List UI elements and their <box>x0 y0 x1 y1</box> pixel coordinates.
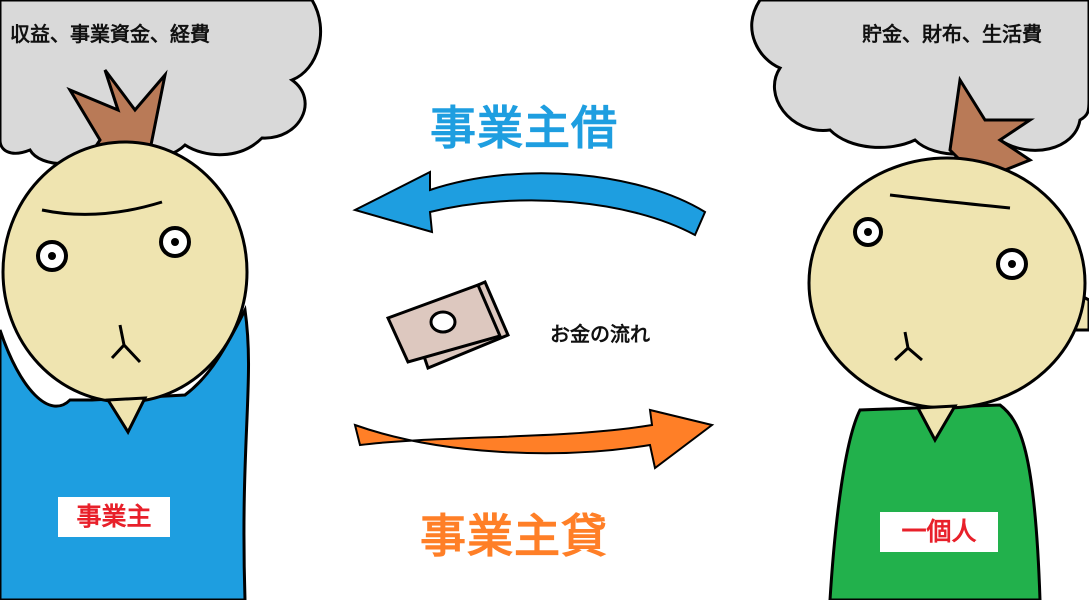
left-person-pupil-right <box>171 238 179 246</box>
left-person-mouth <box>110 324 142 364</box>
left-person-brow <box>41 200 163 216</box>
left-person-badge: 事業主 <box>58 497 170 537</box>
bottom-arrow <box>353 408 715 470</box>
top-arrow <box>352 170 707 237</box>
banknote-coin <box>429 310 457 334</box>
right-thought-text: 貯金、財布、生活費 <box>862 22 1042 46</box>
right-person-brow <box>889 193 1011 210</box>
right-person-neck <box>915 404 958 444</box>
left-thought-text: 収益、事業資金、経費 <box>10 22 210 46</box>
left-person-neck <box>105 396 148 436</box>
left-person-pupil-left <box>48 252 56 260</box>
left-person-head <box>1 140 249 404</box>
top-arrow-label: 事業主借 <box>430 101 618 155</box>
right-person-hair <box>948 75 1035 182</box>
right-person-badge: 一個人 <box>880 512 998 552</box>
right-person-mouth <box>893 331 923 362</box>
bottom-arrow-label: 事業主貸 <box>420 509 608 563</box>
right-person-pupil-right <box>1008 260 1016 268</box>
right-thought-cloud <box>750 0 1089 156</box>
right-person-head <box>807 156 1087 410</box>
money-icon <box>385 280 510 370</box>
money-flow-label: お金の流れ <box>550 322 650 346</box>
right-person-pupil-left <box>864 228 872 236</box>
